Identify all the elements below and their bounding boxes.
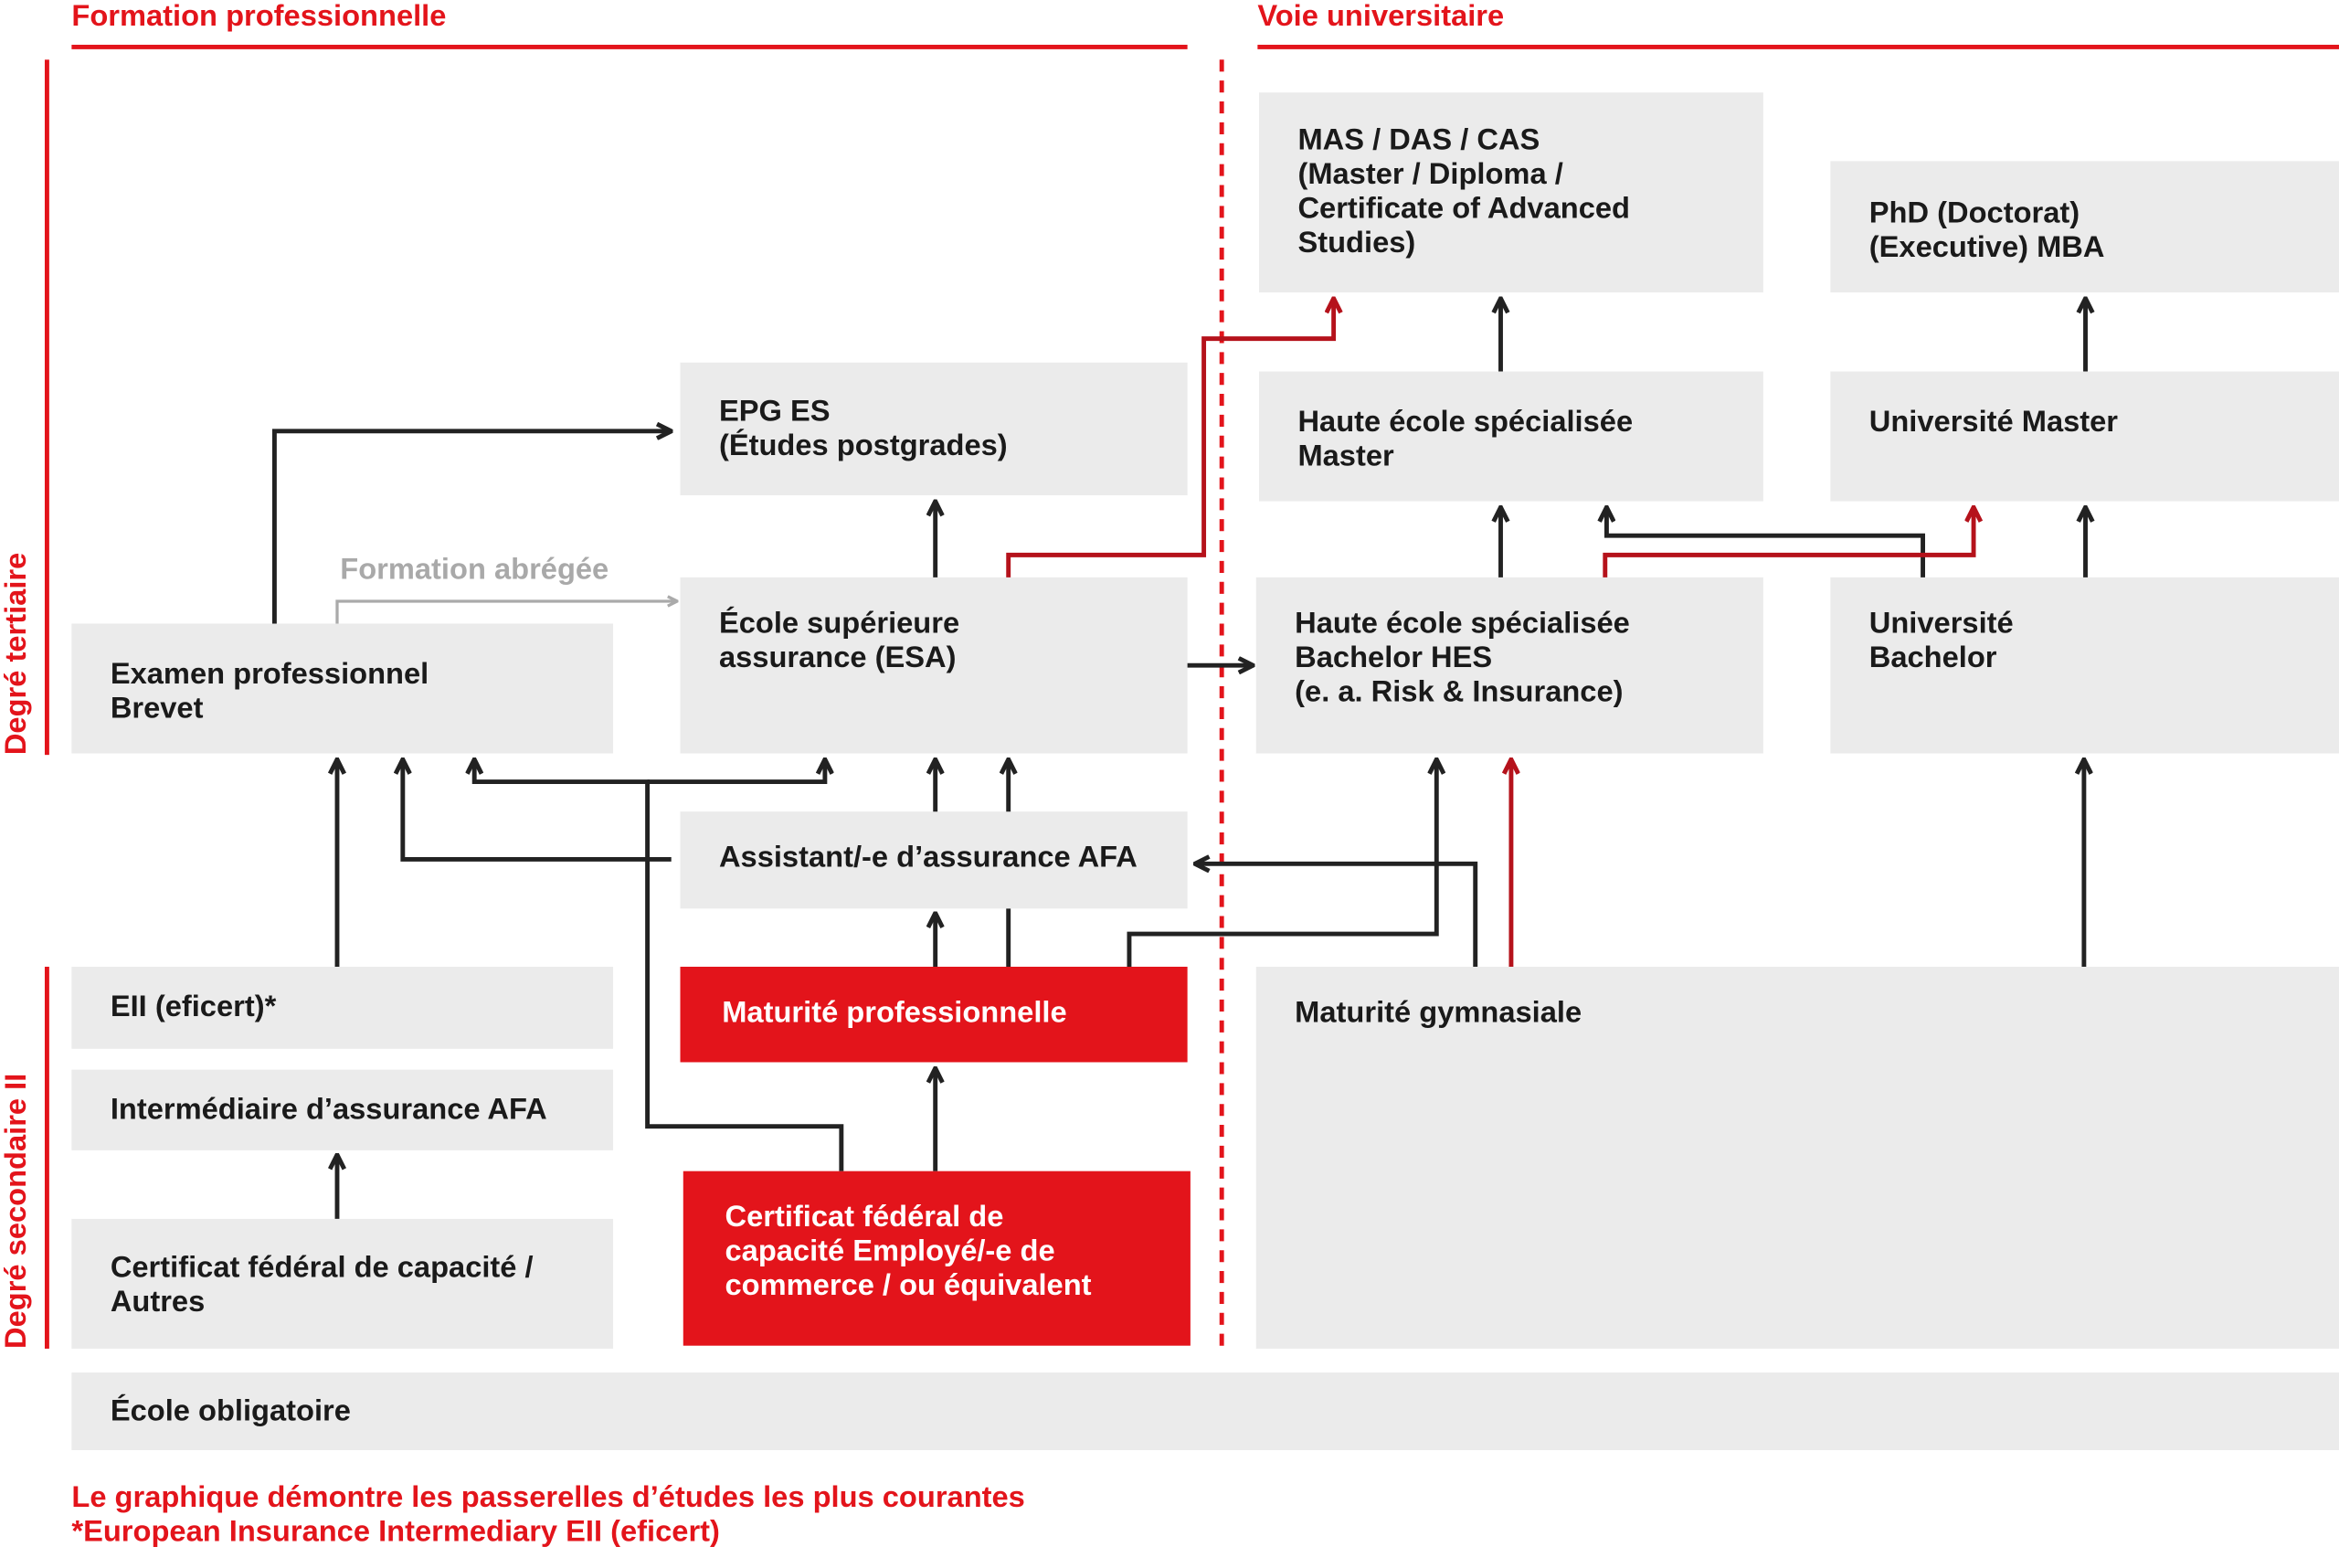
box-epg-es: EPG ES (Études postgrades) bbox=[680, 362, 1188, 496]
box-mas-das-cas: MAS / DAS / CAS (Master / Diploma / Cert… bbox=[1258, 92, 1763, 293]
arrow-assistant-to-examen bbox=[403, 759, 672, 862]
box-maturite-gymnasiale: Maturité gymnasiale bbox=[1255, 966, 2339, 1349]
tertiary-bracket bbox=[44, 59, 49, 756]
footnote-eii: *European Insurance Intermediary EII (ef… bbox=[71, 1515, 720, 1549]
box-cfc-autres: Certificat fédéral de capacité / Autres bbox=[71, 1218, 614, 1349]
arrow-uni-bachelor-to-hes-master bbox=[1606, 507, 1925, 577]
arrow-matpro-to-hes-bachelor bbox=[1127, 759, 1436, 967]
box-esa: École supérieure assurance (ESA) bbox=[680, 577, 1188, 754]
footnote-passerelles: Le graphique démontre les passerelles d’… bbox=[71, 1481, 1025, 1515]
header-professional: Formation professionnelle bbox=[71, 0, 447, 33]
arrow-hes-bachelor-to-uni-master bbox=[1603, 507, 1974, 577]
box-intermediaire-afa: Intermédiaire d’assurance AFA bbox=[71, 1069, 614, 1150]
arrow-cfc-to-examen bbox=[474, 759, 844, 1171]
arrow-cfc-to-esa bbox=[647, 759, 825, 784]
header-underline bbox=[71, 44, 1188, 49]
secondary-bracket bbox=[44, 966, 49, 1349]
label-formation-abregee: Formation abrégée bbox=[340, 553, 609, 587]
box-ecole-obligatoire: École obligatoire bbox=[71, 1372, 2339, 1450]
box-phd-mba: PhD (Doctorat) (Executive) MBA bbox=[1830, 161, 2339, 293]
box-hes-bachelor: Haute école spécialisée Bachelor HES (e.… bbox=[1255, 577, 1763, 754]
box-hes-master: Haute école spécialisée Master bbox=[1258, 371, 1763, 502]
box-cfc-employe-commerce: Certificat fédéral de capacité Employé/-… bbox=[683, 1171, 1191, 1346]
box-universite-bachelor: Université Bachelor bbox=[1830, 577, 2339, 754]
arrow-esa-to-mas bbox=[1006, 299, 1334, 577]
box-eii: EII (eficert)* bbox=[71, 966, 614, 1049]
header-underline bbox=[1257, 44, 2339, 49]
arrow-formation-abregee bbox=[335, 601, 677, 624]
box-maturite-professionnelle: Maturité professionnelle bbox=[680, 966, 1188, 1063]
arrow-examen-to-epg bbox=[271, 431, 671, 624]
header-university: Voie universitaire bbox=[1257, 0, 1505, 33]
box-universite-master: Université Master bbox=[1830, 371, 2339, 502]
box-assistant-afa: Assistant/-e d’assurance AFA bbox=[680, 811, 1188, 909]
arrow-matgym-to-assistant bbox=[1195, 863, 1478, 967]
box-examen-professionnel: Examen professionnel Brevet bbox=[71, 623, 614, 754]
